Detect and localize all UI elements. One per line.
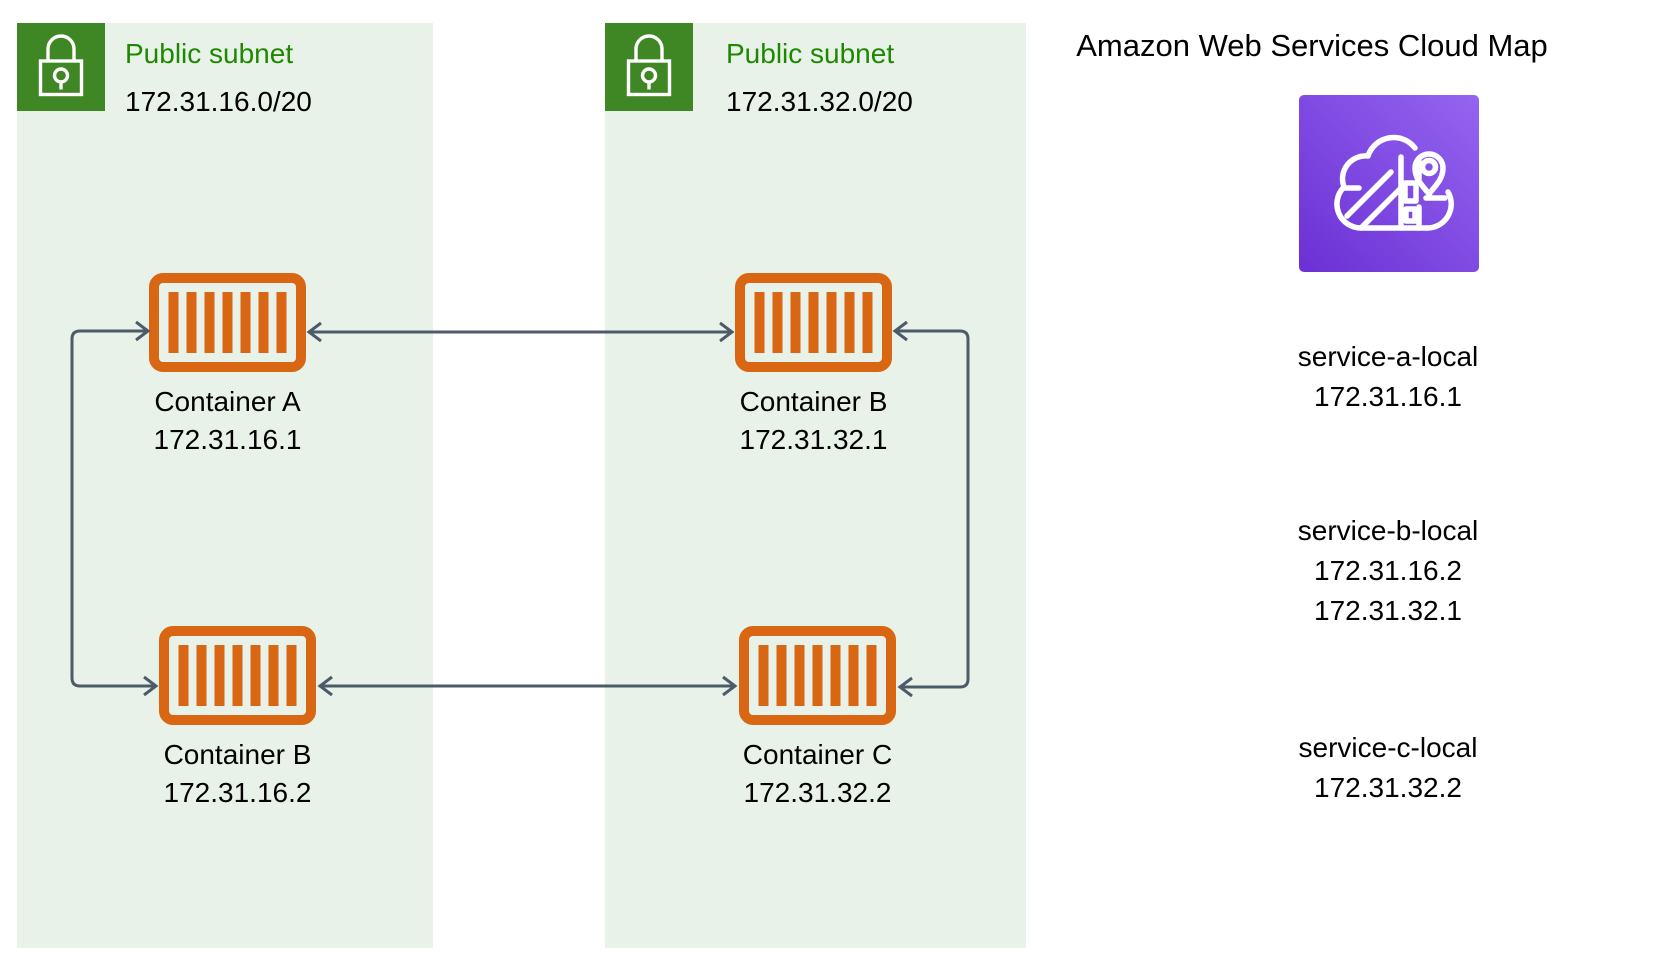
container-ip: 172.31.32.1: [739, 424, 888, 455]
service-ip: 172.31.16.2: [1314, 555, 1462, 586]
container-name: Container B: [163, 739, 312, 770]
container-ip: 172.31.16.1: [153, 424, 302, 455]
container-a: Container A 172.31.16.1: [149, 273, 306, 473]
subnet-cidr: 172.31.16.0/20: [125, 86, 312, 117]
subnet-cidr: 172.31.32.0/20: [726, 86, 913, 117]
container-name: Container B: [739, 386, 888, 417]
service-entry-b: service-b-local 172.31.16.2 172.31.32.1: [1188, 511, 1588, 631]
service-name: service-a-local: [1297, 341, 1479, 372]
container-icon: [149, 273, 306, 372]
lock-icon: [17, 23, 105, 111]
service-ip: 172.31.32.2: [1314, 772, 1462, 803]
container-b-left: Container B 172.31.16.2: [159, 626, 316, 826]
subnet-label: Public subnet: [125, 38, 294, 69]
service-ip: 172.31.32.1: [1314, 595, 1462, 626]
container-c: Container C 172.31.32.2: [739, 626, 896, 826]
service-entry-c: service-c-local 172.31.32.2: [1188, 728, 1588, 808]
container-icon: [159, 626, 316, 725]
service-name: service-b-local: [1297, 515, 1479, 546]
lock-icon: [605, 23, 693, 111]
container-ip: 172.31.32.2: [743, 777, 892, 808]
container-name: Container C: [742, 739, 893, 770]
container-name: Container A: [154, 386, 301, 417]
subnet-label: Public subnet: [726, 38, 895, 69]
service-name: service-c-local: [1298, 732, 1478, 763]
container-b-right: Container B 172.31.32.1: [735, 273, 892, 473]
subnet-header: Public subnet 172.31.32.0/20: [726, 30, 913, 126]
container-icon: [735, 273, 892, 372]
container-icon: [739, 626, 896, 725]
subnet-header: Public subnet 172.31.16.0/20: [125, 30, 312, 126]
service-ip: 172.31.16.1: [1314, 381, 1462, 412]
service-entry-a: service-a-local 172.31.16.1: [1188, 337, 1588, 417]
aws-cloud-map-icon: [1299, 95, 1479, 272]
container-ip: 172.31.16.2: [163, 777, 312, 808]
cloudmap-title: Amazon Web Services Cloud Map: [1076, 28, 1548, 63]
